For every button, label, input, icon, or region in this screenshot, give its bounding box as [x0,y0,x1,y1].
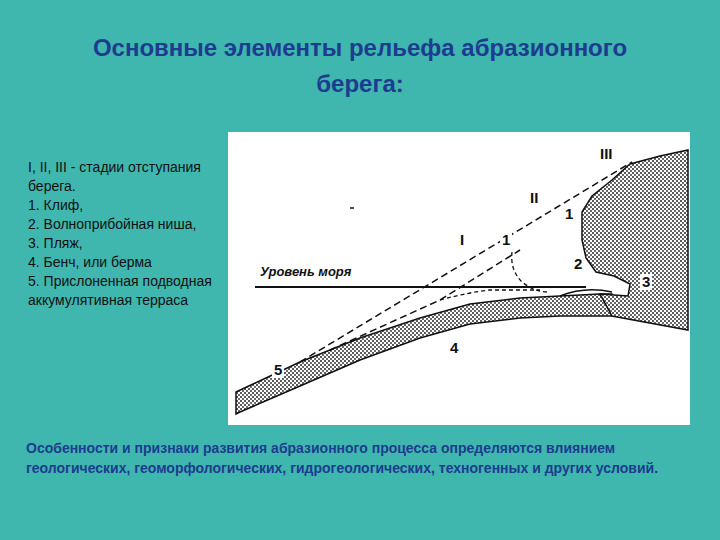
callout-number: 3 [640,274,652,290]
stage-number: III [598,146,615,162]
callout-number: 1 [500,232,512,248]
legend-text: 3. Пляж, [28,234,220,253]
stage-line [440,290,540,300]
legend-text: I, II, III - стадии отступания берега. [28,158,220,196]
legend-text: 1. Клиф, [28,196,220,215]
slide-title: Основные элементы рельефа абразионного б… [60,30,660,102]
stage-number: I [458,232,466,248]
stage-number: II [528,190,540,206]
stage-line [512,252,548,292]
stage-line [300,162,632,362]
callout-number: 5 [272,362,284,378]
beach [560,290,612,296]
legend-text: 4. Бенч, или берма [28,253,220,272]
cliff-rock [582,150,688,330]
slide-caption: Особенности и признаки развития абразион… [26,438,706,478]
legend-text: 5. Прислоненная подводная аккумулятивная… [28,272,220,310]
callout-number: 2 [572,256,584,272]
callout-number: 1 [563,206,575,222]
bedrock [236,294,612,414]
legend-text: 2. Волноприбойная ниша, [28,215,220,234]
sea-level-label: Уровень моря [258,264,353,280]
callout-number: 4 [448,340,460,356]
sea-level [255,286,586,288]
picture-panel [228,132,690,425]
stage-line [330,250,520,350]
speck [350,207,354,209]
